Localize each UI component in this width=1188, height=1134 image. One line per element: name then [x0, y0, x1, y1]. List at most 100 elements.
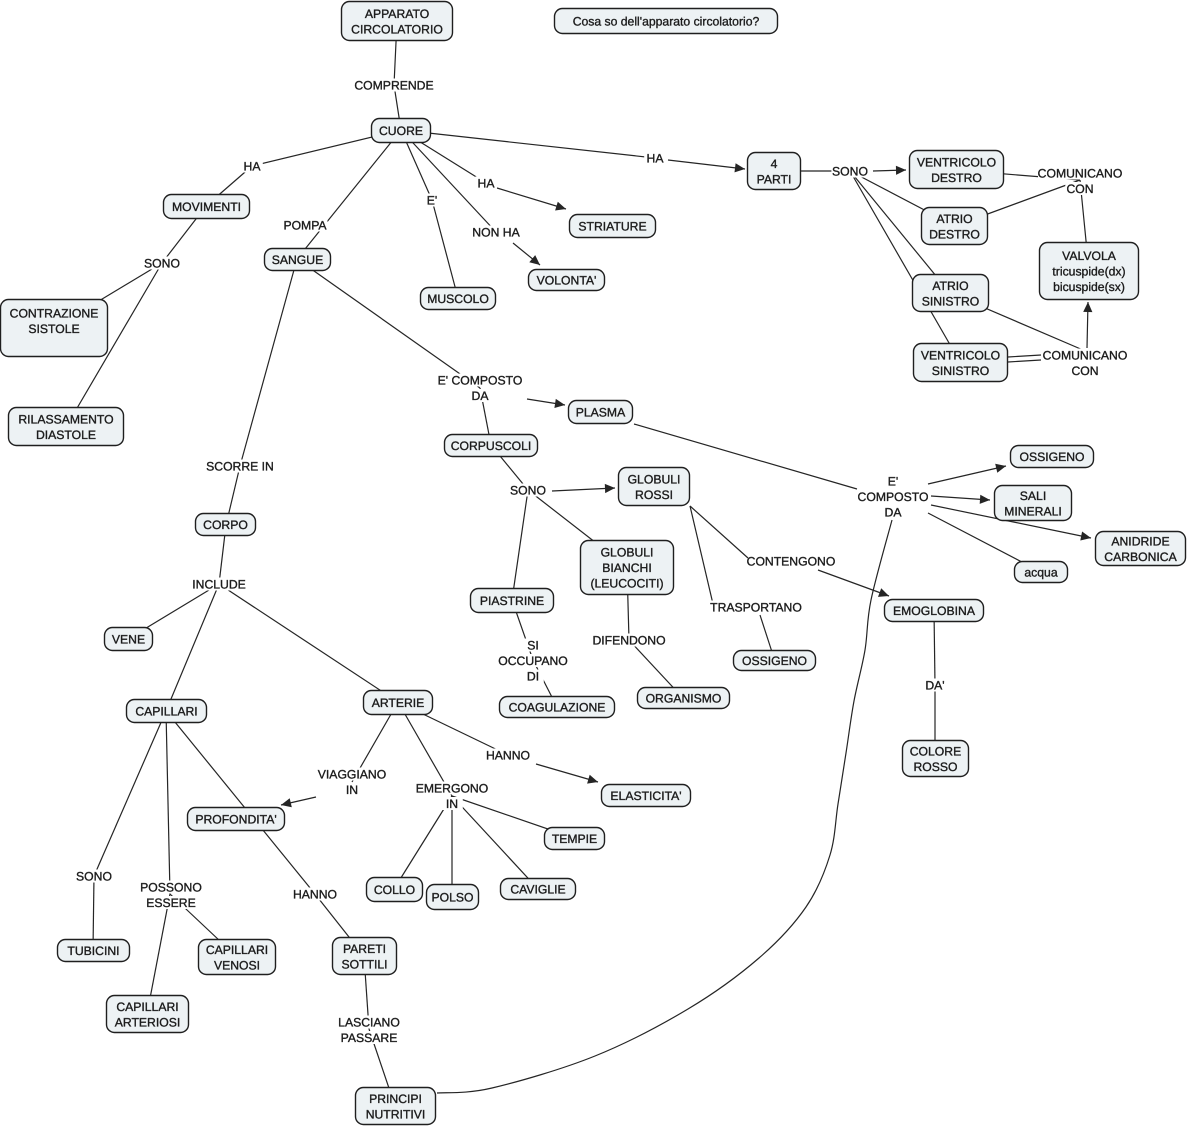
svg-text:HA: HA	[647, 152, 665, 166]
svg-text:TEMPIE: TEMPIE	[552, 832, 597, 846]
svg-text:VALVOLA: VALVOLA	[1062, 249, 1117, 263]
svg-text:VENE: VENE	[112, 633, 145, 647]
svg-text:SINISTRO: SINISTRO	[932, 364, 990, 378]
svg-text:OCCUPANO: OCCUPANO	[498, 654, 568, 668]
svg-text:ARTERIE: ARTERIE	[372, 696, 425, 710]
svg-text:CONTRAZIONE: CONTRAZIONE	[10, 307, 99, 321]
svg-text:PARETI: PARETI	[343, 942, 386, 956]
svg-text:CAPILLARI: CAPILLARI	[116, 1000, 178, 1014]
svg-text:ESSERE: ESSERE	[146, 896, 195, 910]
svg-text:MOVIMENTI: MOVIMENTI	[172, 200, 241, 214]
svg-text:CON: CON	[1066, 182, 1093, 196]
svg-text:CAVIGLIE: CAVIGLIE	[510, 883, 565, 897]
svg-text:DA': DA'	[925, 679, 944, 693]
svg-text:MINERALI: MINERALI	[1004, 504, 1062, 518]
svg-text:E': E'	[888, 475, 898, 489]
svg-text:INCLUDE: INCLUDE	[192, 578, 246, 592]
svg-text:ATRIO: ATRIO	[932, 279, 968, 293]
svg-text:SONO: SONO	[832, 165, 868, 179]
svg-text:Cosa so dell'apparato circolat: Cosa so dell'apparato circolatorio?	[573, 15, 760, 29]
svg-text:CUORE: CUORE	[379, 124, 423, 138]
svg-text:DESTRO: DESTRO	[931, 171, 982, 185]
svg-text:MUSCOLO: MUSCOLO	[427, 292, 489, 306]
svg-text:CON: CON	[1071, 364, 1098, 378]
svg-text:PRINCIPI: PRINCIPI	[369, 1092, 422, 1106]
svg-text:POMPA: POMPA	[283, 219, 327, 233]
svg-text:TUBICINI: TUBICINI	[67, 944, 119, 958]
svg-text:CIRCOLATORIO: CIRCOLATORIO	[351, 22, 443, 36]
svg-text:ANIDRIDE: ANIDRIDE	[1111, 534, 1169, 548]
svg-text:ROSSI: ROSSI	[635, 488, 673, 502]
svg-text:DA: DA	[472, 389, 490, 403]
svg-text:COMPOSTO: COMPOSTO	[858, 490, 929, 504]
svg-text:NON HA: NON HA	[472, 226, 520, 240]
svg-text:COMUNICANO: COMUNICANO	[1038, 167, 1123, 181]
svg-text:VENTRICOLO: VENTRICOLO	[921, 348, 1000, 362]
svg-text:RILASSAMENTO: RILASSAMENTO	[18, 412, 113, 426]
svg-text:COLORE: COLORE	[910, 744, 961, 758]
svg-text:VOLONTA': VOLONTA'	[537, 274, 597, 288]
svg-text:ELASTICITA': ELASTICITA'	[610, 789, 681, 803]
svg-text:SONO: SONO	[76, 870, 112, 884]
svg-text:PLASMA: PLASMA	[576, 406, 626, 420]
svg-text:STRIATURE: STRIATURE	[578, 220, 646, 234]
svg-text:POSSONO: POSSONO	[140, 881, 202, 895]
svg-text:COAGULAZIONE: COAGULAZIONE	[509, 701, 606, 715]
svg-text:GLOBULI: GLOBULI	[628, 472, 681, 486]
svg-text:CARBONICA: CARBONICA	[1104, 550, 1177, 564]
svg-text:PASSARE: PASSARE	[341, 1031, 398, 1045]
svg-text:HANNO: HANNO	[293, 888, 337, 902]
svg-text:APPARATO: APPARATO	[365, 7, 429, 21]
svg-text:SI: SI	[527, 639, 539, 653]
svg-text:bicuspide(sx): bicuspide(sx)	[1053, 280, 1125, 294]
svg-text:CAPILLARI: CAPILLARI	[206, 943, 268, 957]
svg-text:E' COMPOSTO: E' COMPOSTO	[438, 374, 523, 388]
svg-text:DIASTOLE: DIASTOLE	[36, 428, 96, 442]
svg-text:DIFENDONO: DIFENDONO	[592, 634, 665, 648]
svg-text:TRASPORTANO: TRASPORTANO	[710, 601, 802, 615]
svg-text:ATRIO: ATRIO	[936, 212, 972, 226]
svg-text:tricuspide(dx): tricuspide(dx)	[1052, 265, 1125, 279]
svg-text:SISTOLE: SISTOLE	[28, 322, 79, 336]
svg-text:(LEUCOCITI): (LEUCOCITI)	[590, 577, 663, 591]
svg-text:CAPILLARI: CAPILLARI	[135, 705, 197, 719]
svg-text:SALI: SALI	[1020, 489, 1046, 503]
svg-text:HA: HA	[244, 160, 262, 174]
svg-text:CORPUSCOLI: CORPUSCOLI	[451, 439, 532, 453]
svg-text:IN: IN	[446, 797, 458, 811]
svg-text:NUTRITIVI: NUTRITIVI	[366, 1107, 426, 1121]
svg-text:VENTRICOLO: VENTRICOLO	[917, 155, 996, 169]
svg-text:DA: DA	[885, 506, 903, 520]
svg-text:SONO: SONO	[144, 257, 180, 271]
svg-text:COLLO: COLLO	[374, 883, 415, 897]
svg-text:IN: IN	[346, 783, 358, 797]
svg-text:VIAGGIANO: VIAGGIANO	[318, 768, 386, 782]
svg-text:SANGUE: SANGUE	[272, 253, 323, 267]
svg-text:acqua: acqua	[1024, 566, 1057, 580]
svg-text:LASCIANO: LASCIANO	[338, 1016, 400, 1030]
svg-text:PROFONDITA': PROFONDITA'	[195, 813, 276, 827]
svg-text:CONTENGONO: CONTENGONO	[747, 555, 836, 569]
svg-text:OSSIGENO: OSSIGENO	[742, 654, 807, 668]
svg-text:EMOGLOBINA: EMOGLOBINA	[893, 604, 976, 618]
svg-text:SCORRE IN: SCORRE IN	[206, 460, 274, 474]
svg-text:SONO: SONO	[510, 484, 546, 498]
svg-text:SINISTRO: SINISTRO	[922, 294, 980, 308]
svg-text:HA: HA	[478, 177, 496, 191]
svg-text:PIASTRINE: PIASTRINE	[480, 594, 544, 608]
svg-text:4: 4	[771, 157, 778, 171]
svg-text:SOTTILI: SOTTILI	[341, 957, 387, 971]
svg-text:PARTI: PARTI	[757, 172, 792, 186]
svg-text:GLOBULI: GLOBULI	[601, 546, 654, 560]
svg-text:E': E'	[427, 194, 437, 208]
svg-text:EMERGONO: EMERGONO	[416, 782, 488, 796]
svg-text:CORPO: CORPO	[203, 518, 248, 532]
svg-text:ORGANISMO: ORGANISMO	[646, 692, 722, 706]
svg-text:ARTERIOSI: ARTERIOSI	[115, 1015, 180, 1029]
svg-text:OSSIGENO: OSSIGENO	[1019, 450, 1084, 464]
svg-text:ROSSO: ROSSO	[913, 760, 957, 774]
svg-text:COMUNICANO: COMUNICANO	[1043, 349, 1128, 363]
svg-text:POLSO: POLSO	[432, 891, 474, 905]
svg-text:COMPRENDE: COMPRENDE	[354, 79, 433, 93]
svg-text:DESTRO: DESTRO	[929, 227, 980, 241]
